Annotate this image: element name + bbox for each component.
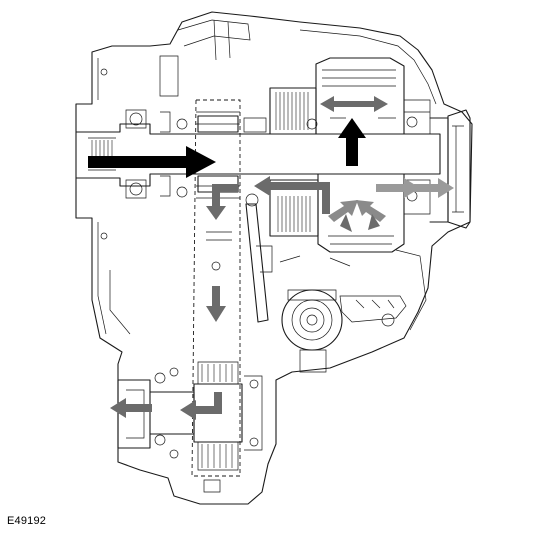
chain-transfer-arrow <box>206 184 238 220</box>
clutch-engage-arrow <box>338 118 366 166</box>
input-shaft <box>75 109 441 199</box>
chain-drop-arrow <box>206 286 226 322</box>
lower-gear-section <box>245 173 431 253</box>
front-output-exit-arrow <box>110 398 152 418</box>
rear-output-flange <box>429 109 471 229</box>
front-output-arrow <box>180 392 222 420</box>
drive-sprocket <box>197 115 267 193</box>
shift-fork <box>245 203 273 323</box>
rear-output-arrow <box>376 178 454 198</box>
bolts-and-details <box>100 68 395 459</box>
figure-reference-id: E49192 <box>7 515 47 527</box>
clutch-pack <box>269 57 431 135</box>
housing-outline <box>75 11 473 505</box>
clutch-spread-arrow <box>320 96 388 112</box>
input-drive-arrow <box>88 146 216 178</box>
actuator-gear <box>279 255 407 373</box>
return-flow-arrow <box>254 176 330 214</box>
lower-gear-flow-arrows <box>328 200 386 232</box>
